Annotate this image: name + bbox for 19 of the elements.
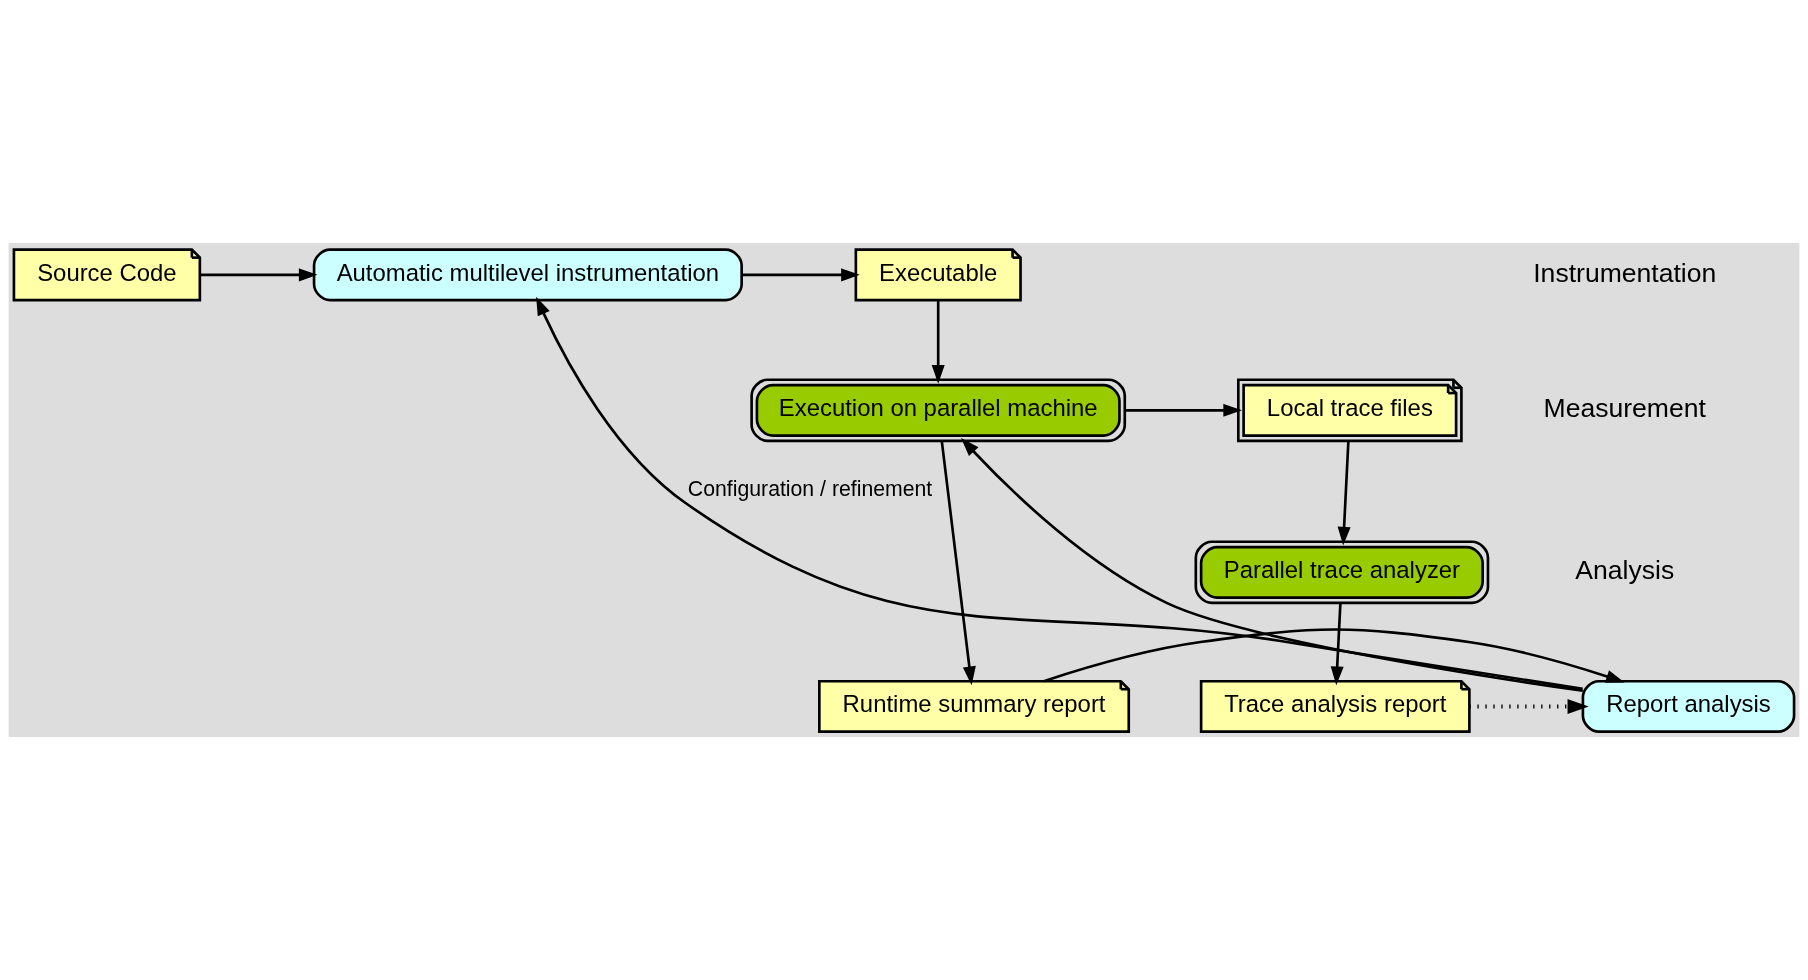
arrow — [961, 437, 1583, 693]
arrow — [536, 296, 1583, 691]
node-box: Execution on parallel machine — [750, 378, 1127, 443]
edge-label: Configuration / refinement — [687, 477, 933, 502]
label: Measurement — [1543, 392, 1706, 423]
arrow — [1043, 628, 1625, 683]
arrow — [1330, 603, 1344, 686]
arrow — [1125, 403, 1242, 417]
node-box: Parallel trace analyzer — [1194, 540, 1490, 605]
node-box: Report analysis — [1581, 679, 1796, 734]
arrow — [741, 268, 860, 282]
node-box: Automatic multilevel instrumentation — [312, 248, 743, 302]
label: Analysis — [1575, 554, 1675, 585]
arrow — [200, 268, 318, 282]
arrow — [1337, 440, 1351, 546]
arrow — [931, 300, 945, 384]
arrow — [1469, 699, 1589, 714]
label: Instrumentation — [1533, 257, 1717, 288]
arrow — [940, 441, 976, 686]
